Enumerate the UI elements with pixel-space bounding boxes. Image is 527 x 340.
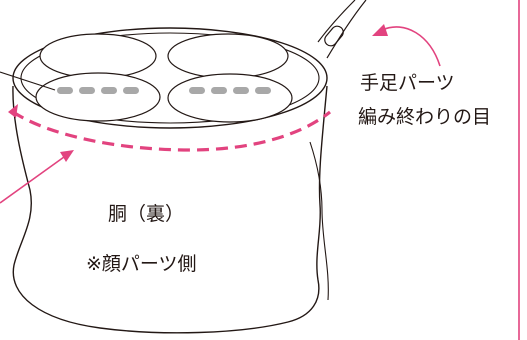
pointer-arrow-right-head <box>372 24 388 36</box>
seam-dashed-line <box>12 110 331 152</box>
end-stitch-label: 編み終わりの目 <box>358 106 492 128</box>
part-top-left <box>39 33 157 79</box>
seam-arrowhead <box>8 104 18 118</box>
pointer-arrow-right-shaft <box>381 26 441 67</box>
part-bottom-right <box>167 73 293 123</box>
strap-loop <box>324 25 344 47</box>
body-outline <box>12 85 328 334</box>
rim-inner <box>20 32 320 124</box>
stitch-marks-right <box>189 87 271 94</box>
pointer-arrow-left-head <box>60 150 74 162</box>
part-top-right <box>167 33 289 79</box>
leader-line-left <box>0 71 56 91</box>
body-side-fold <box>309 141 329 301</box>
rim-outer <box>12 27 328 129</box>
stitch-marks-left <box>57 87 139 94</box>
limb-parts-label: 手足パーツ <box>360 72 455 94</box>
face-side-label: ※顔パーツ側 <box>86 253 197 275</box>
part-bottom-left <box>35 72 161 122</box>
body-back-label: 胴（裏） <box>108 203 185 225</box>
pointer-arrow-left-shaft <box>0 156 65 204</box>
handle-strap <box>317 0 356 43</box>
handle-strap-inner <box>326 0 367 59</box>
